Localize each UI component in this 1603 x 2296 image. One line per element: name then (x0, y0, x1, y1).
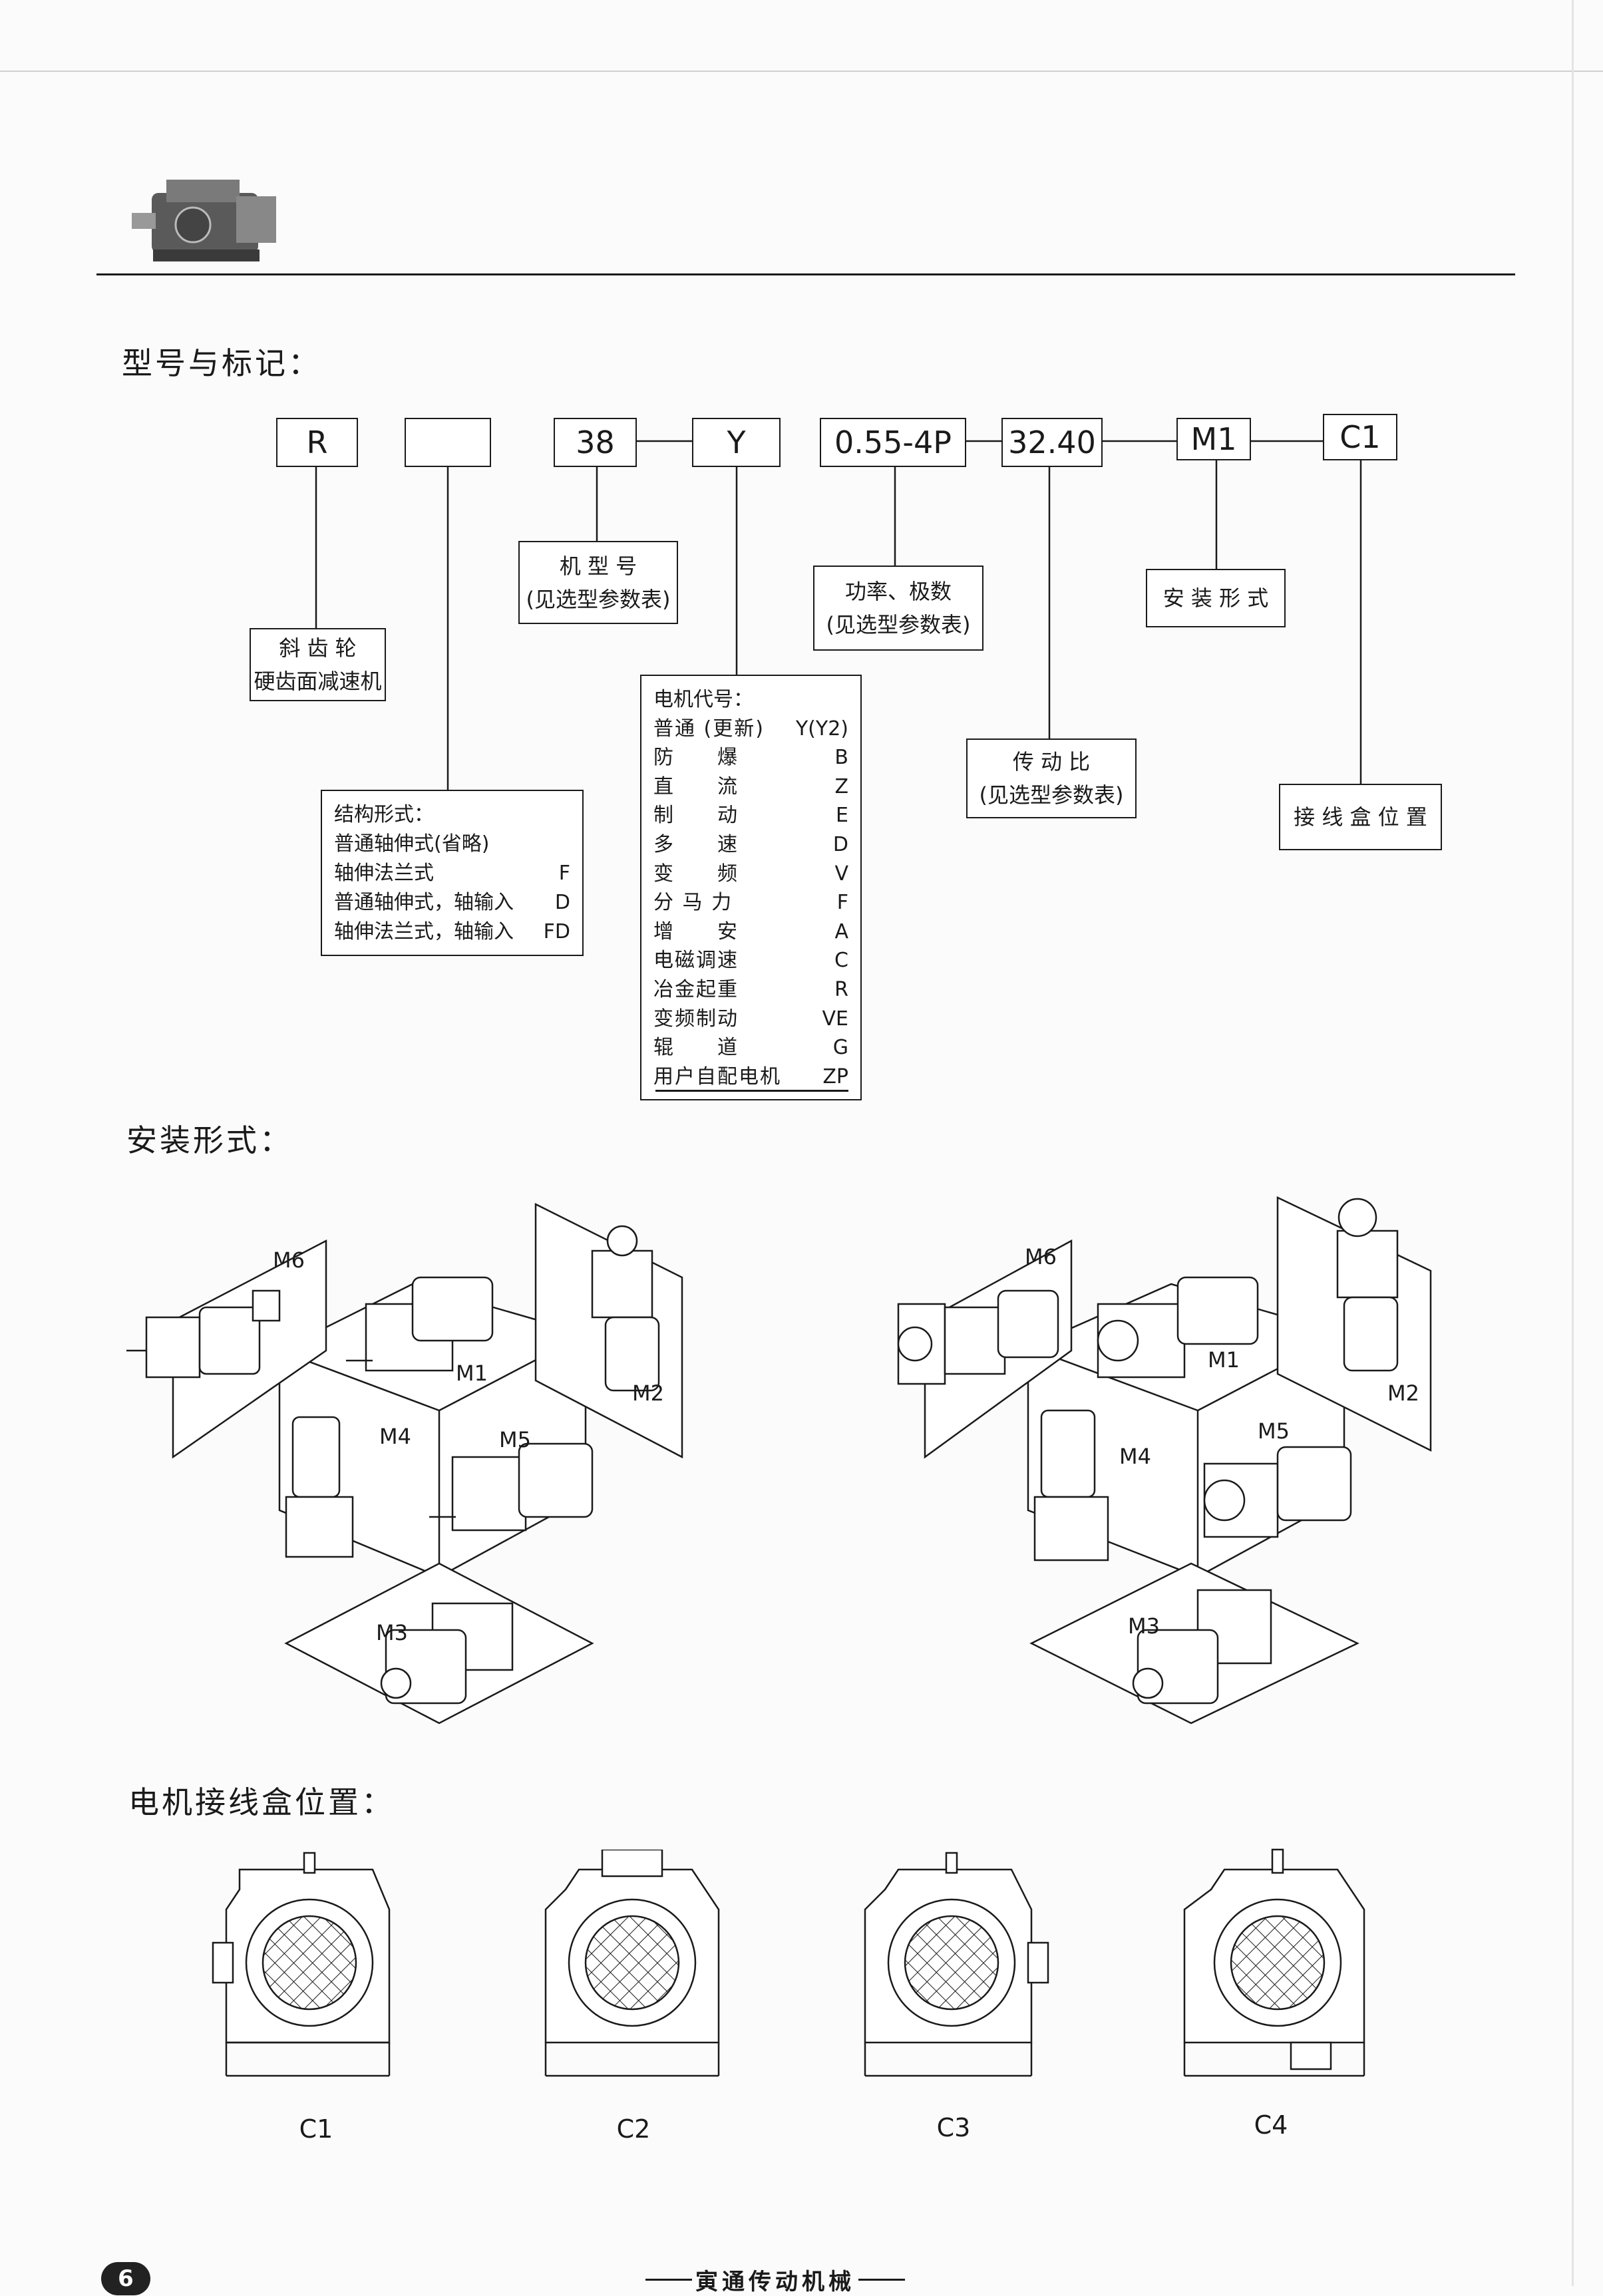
model-section-title: 型号与标记： (122, 345, 321, 381)
mount-label-m2: M2 (632, 1381, 664, 1406)
gearbox-header-icon (132, 180, 276, 261)
code-box-structure (405, 418, 491, 467)
label-mounting-form: 安 装 形 式 (1146, 569, 1286, 627)
motor-code-title: 电机代号： (653, 688, 753, 711)
mount-label-m1-right: M1 (1208, 1347, 1240, 1373)
label-ratio: 传 动 比 (见选型参数表) (966, 738, 1137, 818)
mount-label-m6: M6 (273, 1247, 305, 1273)
label-ratio-line1: 传 动 比 (1012, 749, 1091, 774)
label-helical-line2: 硬齿面减速机 (254, 669, 382, 694)
mount-label-m5: M5 (499, 1427, 531, 1452)
code-box-motor: Y (692, 418, 781, 467)
label-frame-line1: 机 型 号 (559, 553, 637, 579)
code-box-series: R (276, 418, 358, 467)
label-frame-line2: (见选型参数表) (526, 586, 671, 612)
motor-list-underline (655, 1090, 848, 1092)
label-mounting-text: 安 装 形 式 (1162, 585, 1269, 611)
code-box-ratio: 32.40 (1001, 418, 1103, 467)
footer-dash-left (645, 2279, 692, 2281)
code-connector-lines (315, 440, 1362, 790)
label-power-line1: 功率、极数 (844, 579, 952, 604)
top-edge-line (0, 71, 1603, 72)
code-box-power: 0.55-4P (820, 418, 966, 467)
terminal-drawing-c2 (544, 1850, 720, 2077)
label-helical-line1: 斜 齿 轮 (279, 635, 357, 661)
label-helical-reducer: 斜 齿 轮 硬齿面减速机 (250, 628, 386, 701)
mount-label-m3-right: M3 (1128, 1613, 1160, 1639)
mount-label-m4: M4 (379, 1424, 411, 1449)
label-frame-size: 机 型 号 (见选型参数表) (518, 541, 678, 624)
structure-row: 普通轴伸式(省略) (334, 832, 490, 856)
terminal-caption-c2: C2 (616, 2114, 651, 2144)
mount-label-m3: M3 (376, 1620, 408, 1645)
mount-label-m5-right: M5 (1258, 1418, 1290, 1444)
mounting-diagram-left: M6 M1 M2 M4 M5 M3 (126, 1202, 683, 1724)
motor-code-row: 普通 (更新)Y(Y2) (653, 717, 848, 740)
right-edge-line (1572, 0, 1574, 2286)
mount-label-m6-right: M6 (1025, 1244, 1057, 1269)
terminal-caption-c1: C1 (299, 2114, 333, 2144)
label-terminal-text: 接 线 盒 位 置 (1294, 804, 1427, 830)
label-power-line2: (见选型参数表) (826, 612, 971, 637)
terminal-caption-c4: C4 (1254, 2110, 1288, 2140)
page-number: 6 (101, 2262, 150, 2295)
terminal-drawing-c4 (1183, 1848, 1365, 2077)
header-rule (96, 273, 1515, 275)
footer-dash-right (858, 2279, 905, 2281)
label-power-poles: 功率、极数 (见选型参数表) (813, 566, 983, 651)
mount-label-m4-right: M4 (1119, 1444, 1151, 1469)
code-box-frame: 38 (554, 418, 637, 467)
terminal-section-title: 电机接线盒位置： (128, 1784, 395, 1820)
mount-label-m2-right: M2 (1387, 1381, 1419, 1406)
code-box-terminal: C1 (1323, 414, 1397, 460)
terminal-caption-c3: C3 (936, 2113, 971, 2142)
label-terminal-box-position: 接 线 盒 位 置 (1279, 784, 1442, 850)
mounting-diagram-right: M6 M1 M2 M4 M5 M3 (897, 1196, 1432, 1724)
label-ratio-line2: (见选型参数表) (979, 782, 1124, 808)
code-box-mounting: M1 (1176, 418, 1251, 460)
terminal-drawing-c1 (212, 1852, 391, 2077)
terminal-drawing-c3 (864, 1852, 1049, 2077)
mounting-section-title: 安装形式： (126, 1122, 293, 1158)
footer-company: 寅通传动机械 (695, 2269, 855, 2295)
mount-label-m1: M1 (456, 1361, 488, 1386)
structure-title: 结构形式： (334, 803, 434, 826)
